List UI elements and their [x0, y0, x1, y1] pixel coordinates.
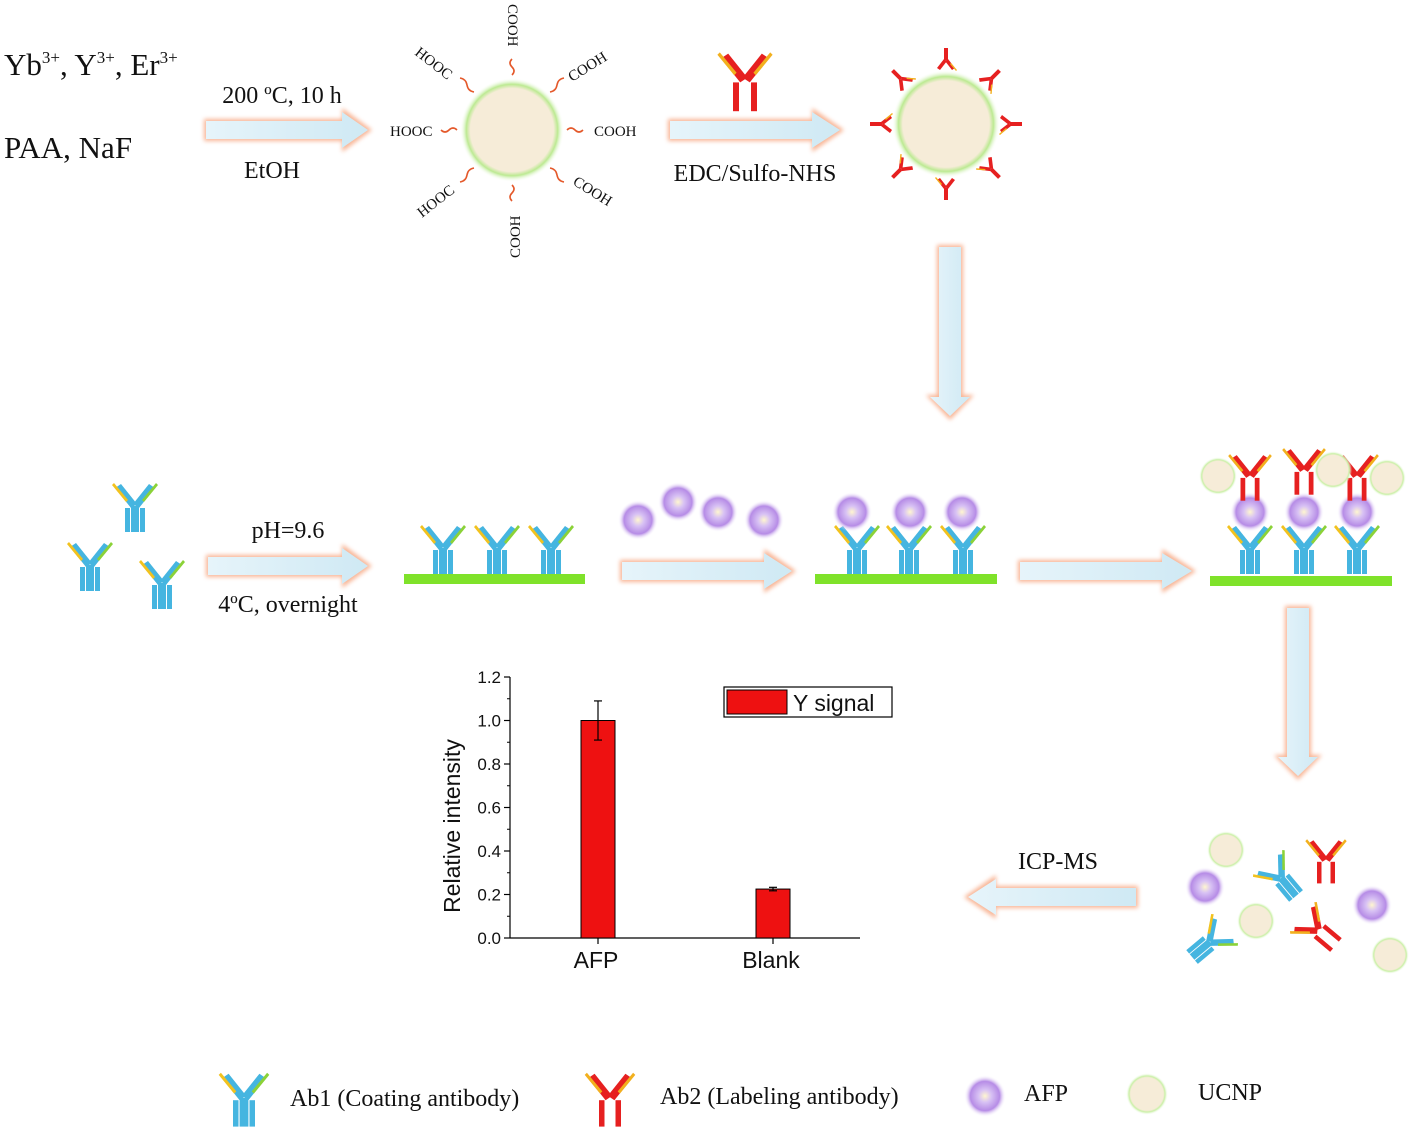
y-tick-label: 0.0 [477, 929, 501, 948]
cooh-upper-right: COOH [566, 49, 611, 85]
arrow-conjugation [668, 108, 844, 152]
y-tick-label: 0.4 [477, 842, 501, 861]
y-tick-label: 1.2 [477, 668, 501, 687]
chart-legend: Y signal [723, 686, 893, 718]
detection-method-label: ICP-MS [1018, 849, 1098, 875]
cooh-bottom: COOH [508, 215, 524, 258]
y-tick-label: 0.6 [477, 799, 501, 818]
ucnp-ab2-conjugate [870, 48, 1022, 200]
x-axis-ticks: AFP Blank [574, 938, 800, 973]
arrow-afp-binding [620, 549, 796, 593]
afp-bound-plate [815, 492, 997, 584]
legend-afp-label: AFP [1024, 1081, 1068, 1107]
legend-ucnp-label: UCNP [1198, 1080, 1262, 1106]
legend-ab2-icon [584, 1072, 636, 1127]
reagent-yb: Yb [4, 47, 42, 82]
legend-afp-icon [964, 1075, 1006, 1117]
arrow-down-1 [926, 245, 974, 420]
reagent-y: , Y [60, 47, 97, 82]
y-tick-label: 0.8 [477, 755, 501, 774]
cooh-lower-right: COOH [570, 174, 615, 210]
bar-blank [755, 888, 791, 939]
y-tick-label: 1.0 [477, 712, 501, 731]
cooh-right: COOH [594, 124, 637, 140]
x-tick-label: AFP [574, 947, 619, 973]
ucnp-cooh: COOH COOH COOH HOOC COOH COOH HOOC HOOC [390, 4, 637, 258]
figure-legend: Ab1 (Coating antibody) Ab2 (Labeling ant… [218, 1072, 1262, 1127]
reagent-y-charge: 3+ [97, 48, 115, 67]
coating-condition-bottom: 4ºC, overnight [218, 592, 358, 618]
cooh-top: COOH [504, 4, 520, 47]
reagent-er: , Er [115, 47, 160, 82]
sandwich-plate [1199, 448, 1406, 586]
legend-ucnp-icon [1126, 1073, 1168, 1115]
hooc-upper-left: HOOC [412, 45, 455, 84]
free-ab1-group [67, 483, 185, 609]
x-tick-label: Blank [742, 947, 800, 973]
legend-ab2-label: Ab2 (Labeling antibody) [660, 1084, 899, 1110]
hooc-lower-left: HOOC [415, 182, 458, 221]
carboxyl-chains [440, 58, 584, 202]
reagent-text-1: Yb3+, Y3+, Er3+ [4, 47, 178, 82]
ab2-reagent-icon [717, 52, 773, 112]
reagent-text-2: PAA, NaF [4, 130, 132, 165]
svg-text:Yb3+, Y3+, Er3+: Yb3+, Y3+, Er3+ [4, 47, 178, 82]
legend-swatch [726, 689, 788, 715]
arrow-icpms [964, 875, 1138, 919]
arrow-down-2 [1274, 606, 1322, 780]
coupling-label: EDC/Sulfo-NHS [674, 161, 837, 187]
arrow-coating [206, 544, 372, 588]
arrow-synthesis [204, 108, 372, 152]
reagent-yb-charge: 3+ [42, 48, 60, 67]
digested-mixture [1178, 831, 1409, 974]
bar-chart: 0.0 0.2 0.4 0.6 0.8 1.0 1.2 AFP Blank Relative … [439, 668, 893, 973]
bar-afp [580, 720, 616, 939]
y-axis-label: Relative intensity [439, 739, 465, 913]
synthesis-condition-bottom: EtOH [244, 158, 300, 184]
synthesis-condition-top: 200 ºC, 10 h [222, 83, 341, 109]
coated-plate [404, 525, 585, 584]
legend-ab1-label: Ab1 (Coating antibody) [290, 1086, 519, 1112]
y-axis-ticks: 0.0 0.2 0.4 0.6 0.8 1.0 1.2 [477, 668, 510, 948]
free-afp-group [618, 482, 784, 540]
legend-ab1-icon [218, 1072, 270, 1127]
y-tick-label: 0.2 [477, 886, 501, 905]
arrow-ucnp-binding [1018, 549, 1196, 593]
hooc-left: HOOC [390, 124, 433, 140]
coating-condition-top: pH=9.6 [252, 518, 325, 544]
bar-series [580, 700, 791, 939]
reagent-er-charge: 3+ [160, 48, 178, 67]
legend-label: Y signal [793, 690, 874, 716]
